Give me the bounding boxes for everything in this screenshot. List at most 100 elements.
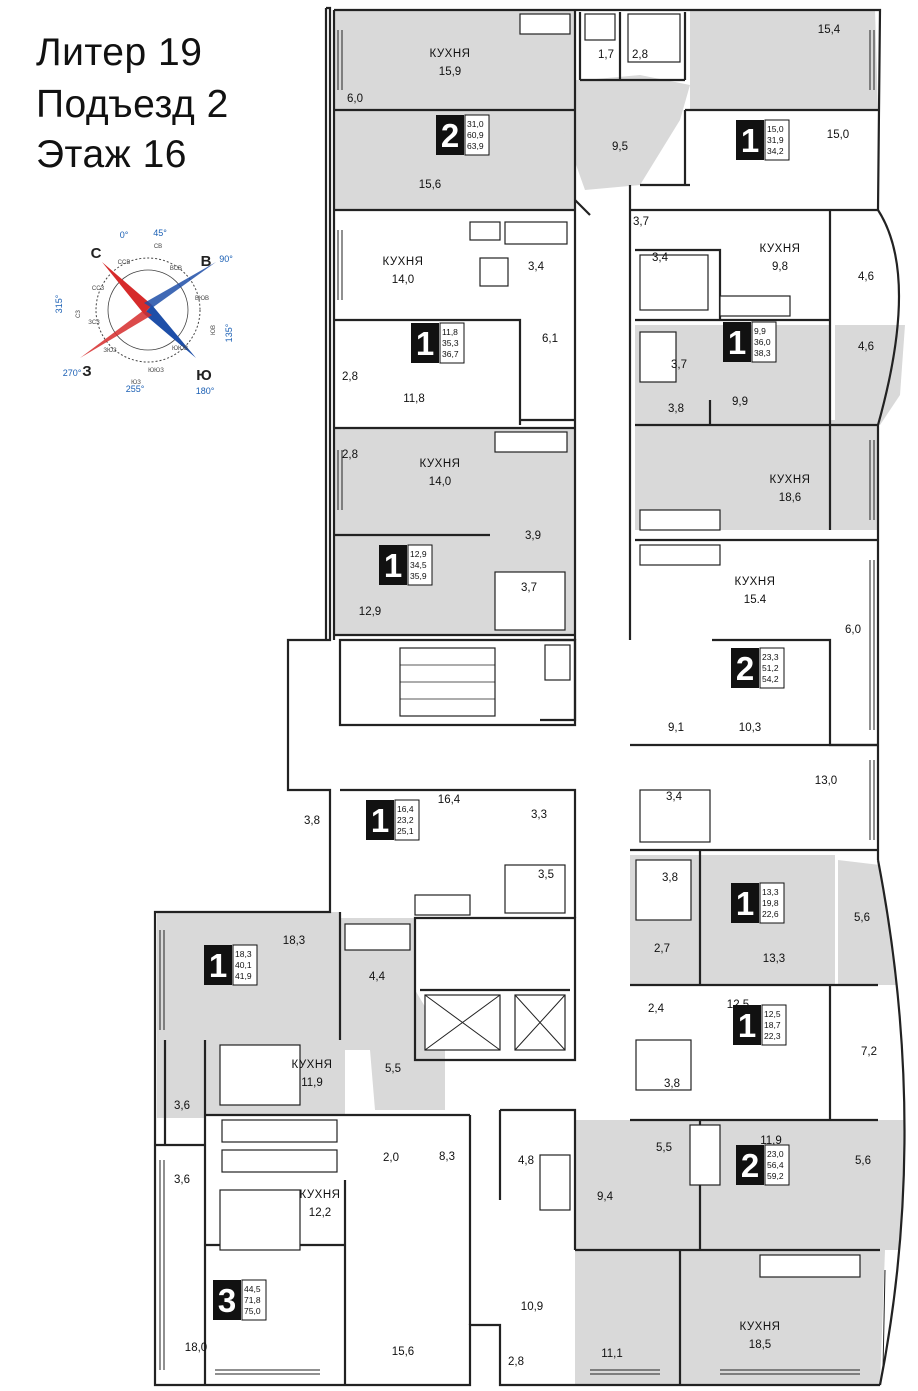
area-total: 40,1: [235, 960, 252, 970]
area-full: 22,3: [764, 1031, 781, 1041]
fixtures: [219, 13, 861, 1278]
room-area: 3,8: [662, 872, 678, 884]
room-area: 9,5: [612, 141, 628, 153]
room-area: 15,4: [818, 24, 841, 36]
room-count-box: [204, 945, 232, 985]
room-area: 2,0: [383, 1152, 399, 1164]
room-area: 3,9: [525, 530, 541, 542]
compass-minor-yuyuz: ЮЮЗ: [148, 368, 164, 374]
room-count: 2: [441, 117, 459, 154]
area-living: 15,0: [767, 124, 784, 134]
windows: [159, 30, 886, 1375]
compass-east-needle: [144, 262, 216, 308]
toilet-icon: [584, 13, 616, 41]
room-area: 2,8: [342, 371, 358, 383]
room-area: 3,6: [174, 1100, 190, 1112]
room-area: 15,6: [392, 1346, 414, 1358]
shaft-icon: [544, 644, 571, 681]
area-full: 34,2: [767, 146, 784, 156]
compass-north-needle: [102, 262, 152, 314]
kitchen-title: КУХНЯ: [760, 243, 801, 255]
kitchen-title: КУХНЯ: [735, 576, 776, 588]
bathtub-icon: [494, 571, 566, 631]
room-count-box: [411, 323, 439, 363]
room-area: 5,6: [855, 1155, 871, 1167]
area-living: 12,5: [764, 1009, 781, 1019]
stove-icon: [759, 1254, 861, 1278]
hall-shade-top: [560, 75, 690, 190]
area-full: 63,9: [467, 141, 484, 151]
bathtub-icon: [504, 864, 566, 914]
area-full: 75,0: [244, 1306, 261, 1316]
room-count-box: [736, 120, 764, 160]
compass-s-label: Ю: [196, 367, 211, 384]
kitchen-area: 15,9: [439, 66, 461, 78]
compass-sw-label: ЮЗ: [131, 380, 141, 386]
kitchen-title: КУХНЯ: [430, 48, 471, 60]
room-count: 1: [728, 324, 746, 361]
room-area: 5,5: [385, 1063, 401, 1075]
kitchen-area: 12,2: [309, 1207, 331, 1219]
area-full: 54,2: [762, 674, 779, 684]
room-count: 1: [416, 325, 434, 362]
area-total: 56,4: [767, 1160, 784, 1170]
room-area: 16,4: [438, 794, 461, 806]
area-living: 23,3: [762, 652, 779, 662]
room-area: 4,8: [518, 1155, 534, 1167]
room-area: 2,8: [508, 1356, 524, 1368]
dining-table-icon: [219, 1189, 301, 1251]
area-box: [232, 944, 258, 986]
room-area: 18,3: [283, 935, 305, 947]
compass-minor-zyuz: ЗЮЗ: [103, 348, 117, 354]
area-living: 23,0: [767, 1149, 784, 1159]
compass-ne-label: СВ: [154, 244, 162, 250]
room-area: 3,4: [652, 252, 669, 264]
room-count-box: [213, 1280, 241, 1320]
compass-n-label: С: [91, 245, 102, 262]
area-full: 35,9: [410, 571, 427, 581]
apartment-shading: [157, 10, 905, 1385]
room-area: 11,9: [760, 1135, 782, 1147]
compass-west-needle: [80, 310, 152, 358]
compass-deg-90: 90°: [219, 254, 233, 264]
room-count: 1: [371, 802, 389, 839]
compass-deg-0: 0°: [120, 230, 129, 240]
room-area: 3,8: [664, 1078, 680, 1090]
room-count-box: [733, 1005, 761, 1045]
room-area: 13,3: [763, 953, 785, 965]
compass-inner-ring: [107, 269, 189, 351]
elevator-cross: [514, 994, 566, 1051]
compass-deg-180: 180°: [196, 386, 215, 396]
room-area: 3,6: [174, 1174, 190, 1186]
stove-icon: [494, 431, 568, 453]
kitchen-area: 18,5: [749, 1339, 771, 1351]
room-area: 3,4: [666, 791, 683, 803]
compass-minor-ssz: ССЗ: [92, 286, 105, 292]
room-count: 2: [736, 650, 754, 687]
dining-table-icon: [219, 1044, 301, 1106]
kitchen-area: 14,0: [392, 274, 414, 286]
room-area: 10,9: [521, 1301, 543, 1313]
room-count: 2: [741, 1147, 759, 1184]
area-box: [394, 799, 420, 841]
balcony-shade-5-6: [838, 860, 897, 985]
room-count: 1: [736, 885, 754, 922]
room-area: 1,7: [598, 49, 614, 61]
bathtub-icon: [635, 859, 692, 921]
room-area: 9,4: [597, 1191, 614, 1203]
room-area: 15,0: [827, 129, 849, 141]
room-area: 12,9: [359, 606, 381, 618]
building-label: Литер 19: [36, 31, 203, 74]
bathtub-icon: [639, 254, 709, 311]
area-box: [764, 119, 790, 161]
compass-deg-135: 135°: [224, 323, 234, 342]
kitchen-area: 14,0: [429, 476, 451, 488]
room-area: 9,9: [732, 396, 748, 408]
compass-w-label: З: [82, 363, 91, 380]
room-area: 8,3: [439, 1151, 455, 1163]
area-box: [751, 321, 777, 363]
